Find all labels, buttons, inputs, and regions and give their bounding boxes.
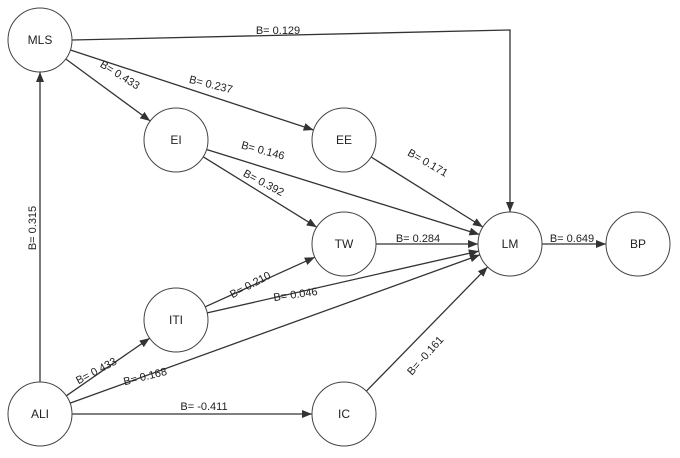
edge-label-ic-to-lm: B= -0.161 (405, 334, 446, 378)
edge-mls-to-ei (65, 58, 151, 122)
node-tw: TW (311, 211, 377, 277)
edge-label-ali-to-iti: B= 0.433 (74, 356, 119, 387)
node-label-mls: MLS (28, 33, 53, 47)
edge-ali-to-lm (69, 254, 481, 404)
node-label-ic: IC (338, 407, 350, 421)
node-label-ei: EI (170, 133, 181, 147)
node-circle-iti (143, 287, 209, 353)
edge-label-iti-to-lm: B= 0.046 (273, 286, 319, 304)
node-label-ali: ALI (31, 407, 49, 421)
edge-ali-to-iti (65, 337, 151, 397)
edge-label-mls-to-ee: B= 0.237 (188, 74, 234, 96)
edge-mls-to-ee (70, 49, 314, 131)
node-circle-ali (7, 381, 73, 447)
nodes-layer: MLS EI EE TW LM BP ITI ALI IC (7, 7, 671, 447)
node-ic: IC (311, 381, 377, 447)
node-circle-ee (311, 107, 377, 173)
edge-label-ali-to-lm: B= 0.168 (122, 366, 168, 388)
edge-label-lm-to-bp: B= 0.649 (550, 233, 594, 245)
node-lm: LM (477, 211, 543, 277)
node-mls: MLS (7, 7, 73, 73)
edge-ei-to-lm (206, 148, 480, 236)
edge-label-ei-to-lm: B= 0.146 (240, 140, 286, 163)
node-circle-ei (143, 107, 209, 173)
edge-label-iti-to-tw: B= 0.210 (228, 270, 273, 301)
edge-mls-to-lm (71, 29, 514, 212)
node-bp: BP (605, 211, 671, 277)
edge-iti-to-tw (204, 256, 316, 308)
edge-label-mls-to-lm: B= 0.129 (256, 25, 300, 37)
edge-ee-to-lm (370, 156, 484, 228)
node-circle-mls (7, 7, 73, 73)
node-label-lm: LM (502, 237, 519, 251)
node-circle-bp (605, 211, 671, 277)
node-circle-ic (311, 381, 377, 447)
node-label-tw: TW (335, 237, 354, 251)
node-circle-lm (477, 211, 543, 277)
edge-ei-to-tw (202, 156, 318, 228)
edge-label-tw-to-lm: B= 0.284 (396, 233, 440, 245)
node-label-ee: EE (336, 133, 352, 147)
edges-layer (36, 29, 606, 418)
edge-label-ali-to-ic: B= -0.411 (180, 401, 227, 413)
node-circle-tw (311, 211, 377, 277)
node-label-iti: ITI (169, 313, 183, 327)
edge-iti-to-lm (207, 249, 479, 314)
node-label-bp: BP (630, 237, 646, 251)
node-iti: ITI (143, 287, 209, 353)
node-ee: EE (311, 107, 377, 173)
node-ei: EI (143, 107, 209, 173)
edge-ic-to-lm (365, 266, 489, 392)
node-ali: ALI (7, 381, 73, 447)
edge-label-ee-to-lm: B= 0.171 (405, 147, 449, 180)
edge-label-ali-to-mls: B= 0.315 (27, 206, 39, 250)
